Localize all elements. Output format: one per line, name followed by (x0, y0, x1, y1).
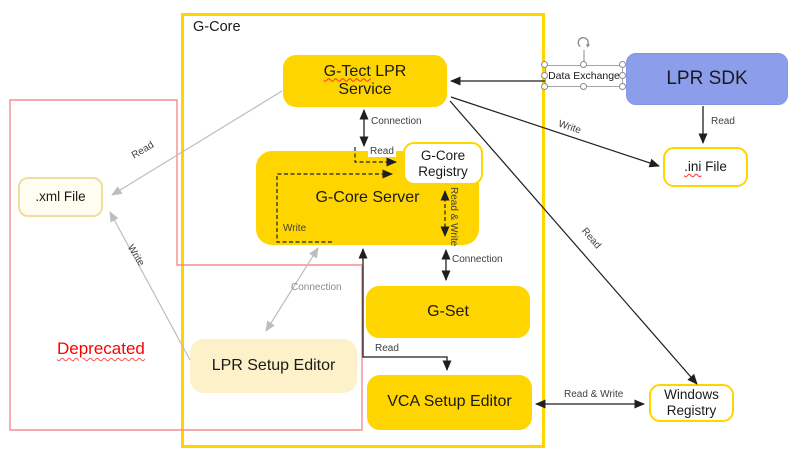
selection-handle-top-left[interactable] (541, 61, 548, 68)
label-connection-lpreditor-server: Connection (291, 282, 342, 293)
label-read-gtect-winreg: Read (578, 225, 603, 252)
label-connection-gtect-server: Connection (371, 116, 422, 127)
ini-file-label: .ini File (684, 159, 727, 175)
vca-setup-editor-box[interactable]: VCA Setup Editor (367, 375, 532, 430)
ini-file-box[interactable]: .ini File (663, 147, 748, 187)
selection-handle-top-right[interactable] (619, 61, 626, 68)
label-read-sdk-ini: Read (711, 116, 735, 127)
label-readwrite-server-registry: Read & Write (448, 187, 459, 247)
selection-handle-bottom-right[interactable] (619, 83, 626, 90)
gset-box[interactable]: G-Set (366, 286, 530, 338)
gcore-registry-label: G-Core Registry (418, 147, 468, 179)
lpr-setup-editor-box[interactable]: LPR Setup Editor (190, 339, 357, 393)
rotate-handle-icon[interactable] (575, 35, 593, 53)
deprecated-label: Deprecated (57, 339, 145, 358)
selection-handle-top-mid[interactable] (580, 61, 587, 68)
vca-setup-editor-label: VCA Setup Editor (387, 393, 512, 411)
arrow-write-lpreditor-xml (109, 211, 191, 361)
label-read-server-vca: Read (375, 343, 399, 354)
gcore-registry-box[interactable]: G-Core Registry (403, 142, 483, 185)
data-exchange-label: Data Exchange (548, 70, 620, 82)
windows-registry-box[interactable]: Windows Registry (649, 384, 734, 422)
lpr-sdk-box[interactable]: LPR SDK (626, 53, 788, 105)
selection-handle-bottom-left[interactable] (541, 83, 548, 90)
label-write-gtect-ini: Write (556, 118, 583, 137)
lpr-setup-editor-label: LPR Setup Editor (211, 356, 336, 374)
label-write-server-registry: Write (283, 223, 307, 234)
gcore-container-label: G-Core (193, 19, 241, 35)
selection-handle-mid-left[interactable] (541, 72, 548, 79)
label-write-lpreditor-xml: Write (124, 242, 147, 269)
label-read-server-registry: Read (368, 146, 396, 157)
lpr-sdk-label: LPR SDK (666, 68, 748, 90)
label-read-gtect-xml: Read (129, 139, 157, 162)
gset-label: G-Set (427, 302, 469, 320)
xml-file-label: .xml File (35, 189, 86, 205)
selection-handle-mid-right[interactable] (619, 72, 626, 79)
label-readwrite-vca-winreg: Read & Write (564, 389, 624, 400)
selection-handle-bottom-mid[interactable] (580, 83, 587, 90)
xml-file-box[interactable]: .xml File (18, 177, 103, 217)
gcore-server-label: G-Core Server (315, 188, 420, 206)
windows-registry-label: Windows Registry (664, 387, 719, 418)
label-connection-server-gset: Connection (452, 254, 503, 265)
